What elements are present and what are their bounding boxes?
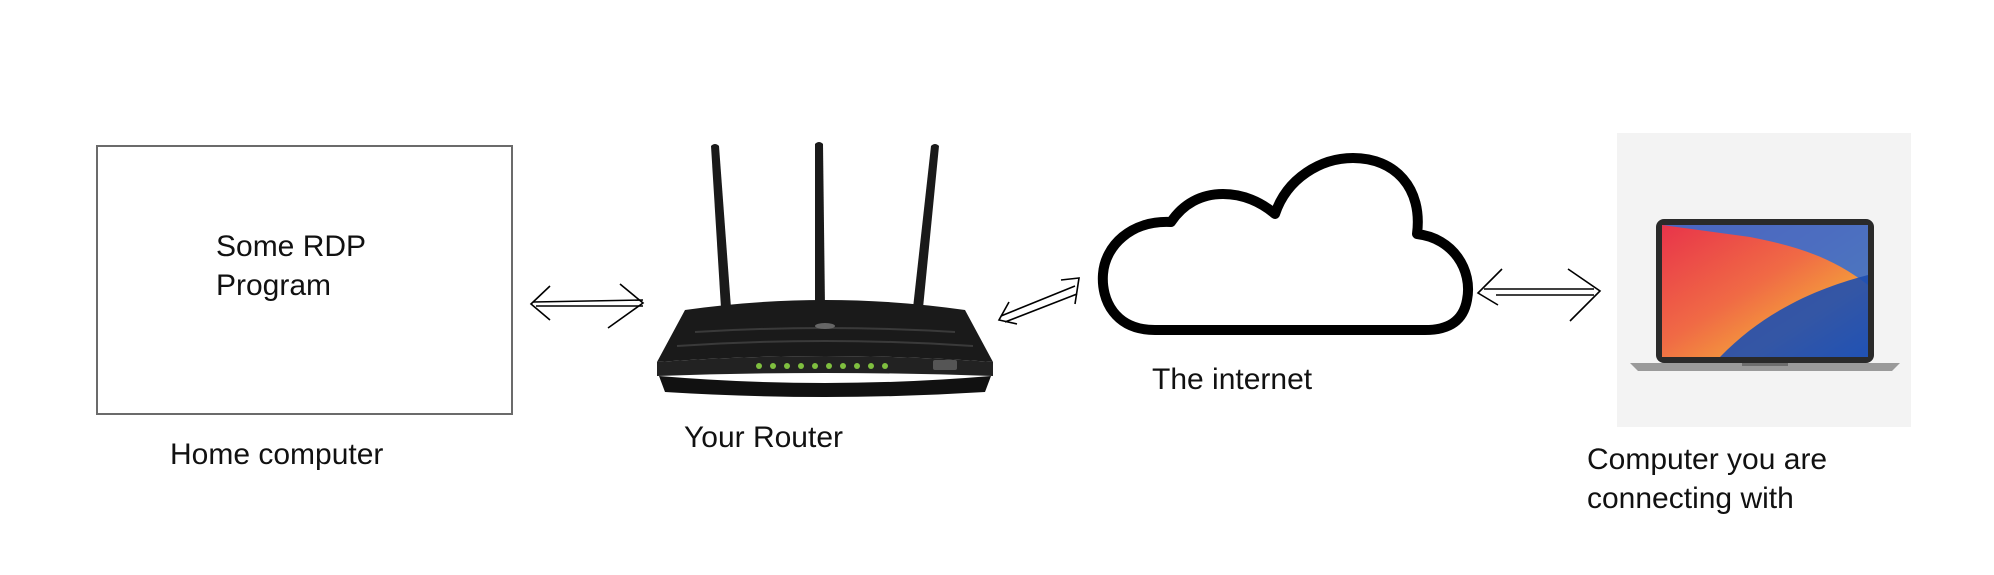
router-icon bbox=[657, 142, 993, 397]
remote-computer-caption-line2: connecting with bbox=[1587, 482, 1794, 515]
arrow-icon bbox=[1476, 268, 1602, 322]
internet-caption: The internet bbox=[1152, 363, 1313, 396]
laptop-icon bbox=[1630, 219, 1900, 371]
remote-computer-caption-line1: Computer you are bbox=[1587, 443, 1828, 476]
home-computer-caption: Home computer bbox=[170, 438, 384, 471]
router-caption: Your Router bbox=[684, 421, 843, 454]
arrow-icon bbox=[997, 277, 1080, 325]
arrow-icon bbox=[529, 283, 645, 329]
cloud-icon bbox=[1097, 153, 1473, 335]
home-box-text-line2: Program bbox=[216, 269, 332, 302]
home-computer-box: Some RDP Program bbox=[96, 145, 513, 415]
home-box-text-line1: Some RDP bbox=[216, 230, 367, 263]
